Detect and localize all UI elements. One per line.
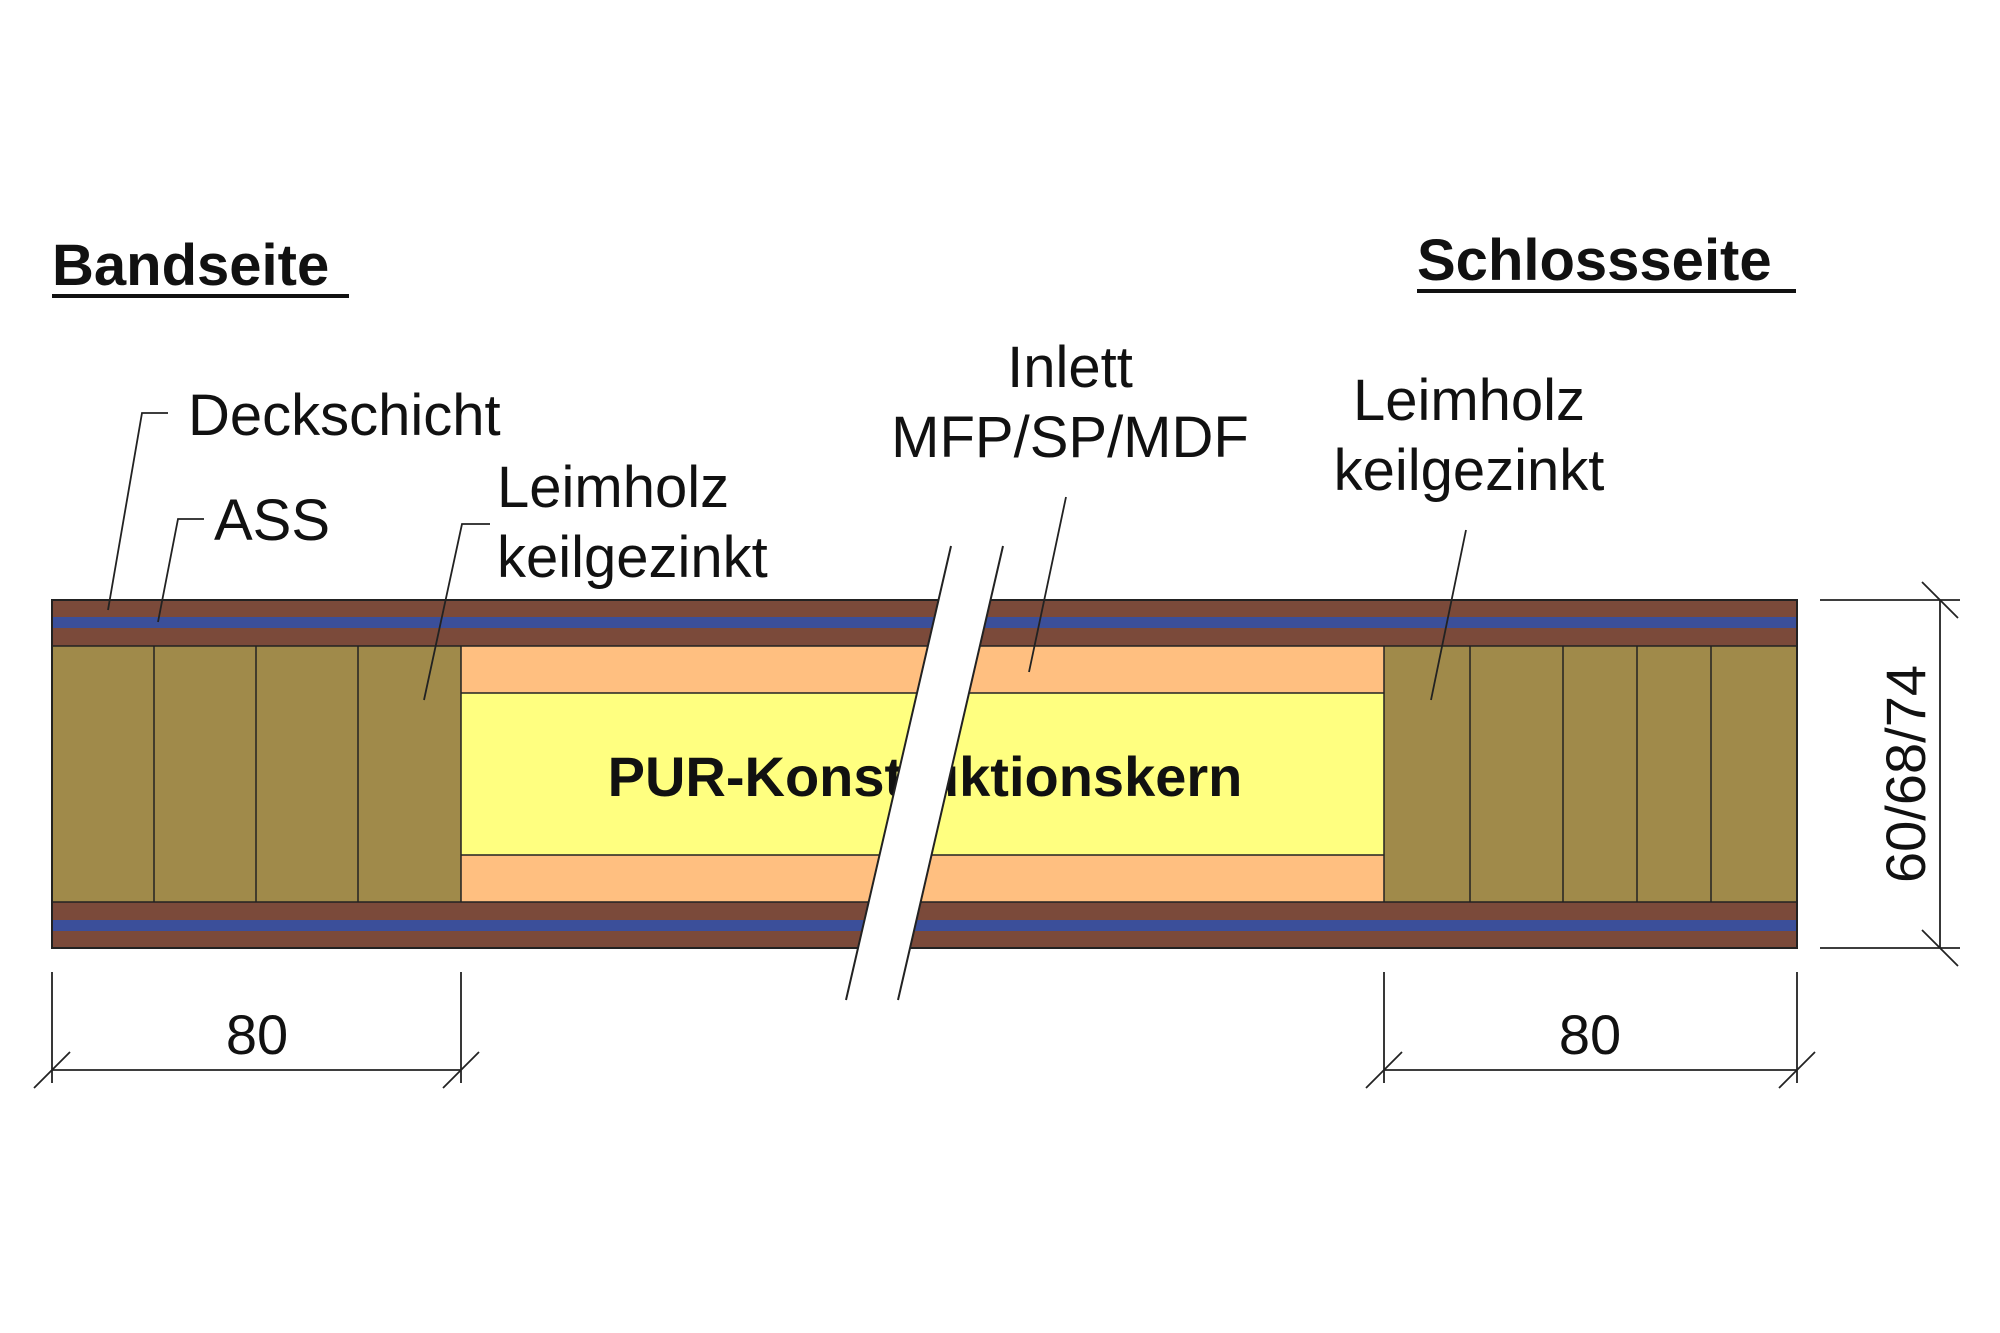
- panel-outline: [51, 599, 1798, 949]
- label-leimholz-left-line1: Leimholz: [497, 455, 729, 520]
- top-deckschicht-layer: [52, 600, 1797, 617]
- break-line-left: [845, 545, 952, 1001]
- lamella-lines: [153, 646, 1712, 902]
- label-deckschicht: Deckschicht: [188, 383, 501, 448]
- title-bandseite: Bandseite: [52, 233, 329, 298]
- label-ass: ASS: [214, 488, 330, 553]
- leader-leimholz-right: [1430, 529, 1467, 701]
- bottom-deckschicht-layer: [52, 931, 1797, 948]
- right-leimholz-block: [1384, 646, 1797, 902]
- leader-deckschicht: [107, 412, 168, 611]
- dimension-right-value: 80: [1559, 1003, 1621, 1066]
- dimension-left-value: 80: [226, 1003, 288, 1066]
- label-leimholz-right-line1: Leimholz: [1353, 368, 1585, 433]
- title-schlossseite: Schlossseite: [1417, 228, 1772, 293]
- label-leimholz-left-line2: keilgezinkt: [497, 525, 768, 590]
- label-inlett-line2: MFP/SP/MDF: [891, 405, 1249, 470]
- label-leimholz-right-line2: keilgezinkt: [1334, 438, 1605, 503]
- bottom-ass-layer: [52, 920, 1797, 931]
- leader-leimholz-left: [423, 523, 490, 701]
- dimension-thickness-value: 60/68/74: [1874, 665, 1937, 883]
- top-inner-facing-layer: [52, 628, 1797, 646]
- break-gap: [846, 546, 1003, 1000]
- dimension-right: [1365, 972, 1816, 1089]
- break-line-right: [897, 545, 1004, 1001]
- leader-inlett: [1028, 496, 1067, 673]
- dimension-left: [33, 972, 480, 1089]
- dimension-thickness: [1820, 581, 1960, 967]
- bottom-inner-facing-layer: [52, 902, 1797, 920]
- label-inlett-line1: Inlett: [1007, 335, 1133, 400]
- top-ass-layer: [52, 617, 1797, 628]
- leader-ass: [157, 518, 204, 623]
